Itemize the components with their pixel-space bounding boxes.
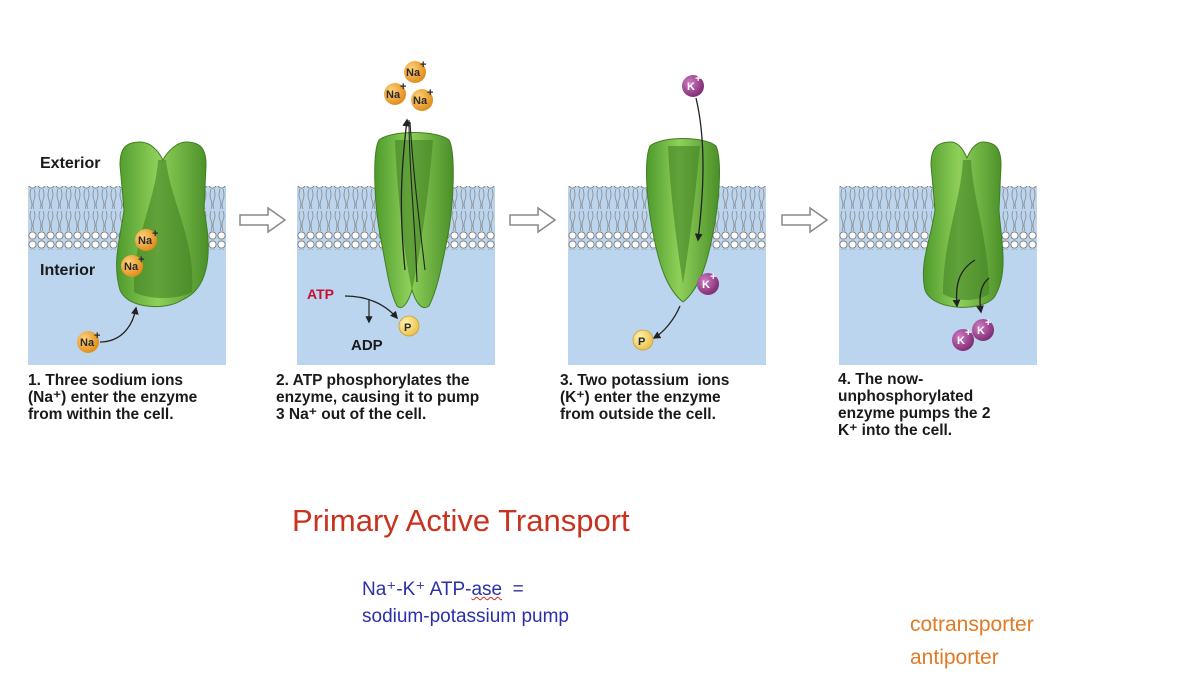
sodium-ion: Na+ [404,59,426,83]
sodium-ion: Na+ [411,87,433,111]
svg-text:K: K [957,335,965,347]
interior-label: Interior [40,262,96,279]
svg-text:+: + [400,81,406,93]
svg-text:+: + [138,254,144,266]
pump-channel [943,160,989,300]
step-1-panel: Na+ Na+ Na+ [28,0,228,370]
phosphate-group: P [632,329,654,351]
transporter-terms: cotransporter antiporter [910,608,1034,674]
exterior-label: Exterior [40,155,101,172]
pump-definition-line-2: sodium-potassium pump [362,606,569,627]
step-2-panel: Na+ Na+ Na+ P [297,0,497,370]
pump-definition: Na⁺-K⁺ ATP-ase = sodium-potassium pump [362,576,569,630]
step-3-illustration: K+ K+ P [568,73,766,365]
sodium-exit-arrow [409,121,426,271]
phosphate-release-arrow [652,305,681,339]
pump-channel [668,146,700,284]
term-antiporter: antiporter [910,646,999,669]
ion-entry-arrow [99,306,139,343]
sodium-exit-arrow [408,119,418,283]
svg-text:P: P [638,336,645,348]
svg-text:+: + [427,87,433,99]
spellcheck-squiggle: ase [471,579,503,600]
svg-text:+: + [965,327,971,339]
svg-text:K: K [687,81,695,93]
next-step-arrow-icon [509,206,557,234]
svg-text:K: K [977,325,985,337]
potassium-ion: K+ [697,271,719,295]
next-step-arrow-icon [781,206,829,234]
sodium-ion: Na+ [121,254,144,277]
step-3-caption: 3. Two potassium ions (K⁺) enter the enz… [560,372,730,423]
svg-text:Na: Na [138,235,153,247]
adp-label: ADP [351,337,383,354]
step-4-caption: 4. The now- unphosphorylated enzyme pump… [838,371,991,439]
svg-text:Na: Na [406,67,421,79]
potassium-release-arrow [976,277,990,314]
svg-text:Na: Na [124,261,139,273]
phosphorylation-arrow [344,295,399,320]
potassium-entry-arrow [694,97,704,242]
step-4-illustration: K+ K+ [839,141,1037,365]
phosphate-group: P [398,315,420,337]
atp-label: ATP [307,286,334,302]
svg-text:+: + [152,228,158,240]
svg-text:+: + [695,73,701,85]
svg-text:Na: Na [413,95,428,107]
sodium-ion: Na+ [384,81,406,105]
next-step-arrow-icon [239,206,287,234]
potassium-release-arrow [952,259,976,308]
svg-text:+: + [94,330,100,342]
pump-definition-line-1: Na⁺-K⁺ ATP-ase = [362,579,524,600]
potassium-ion: K+ [952,327,974,351]
svg-text:Na: Na [80,337,95,349]
pump-channel [133,160,193,298]
sodium-ion: Na+ [77,330,100,353]
step-1-caption: 1. Three sodium ions (Na⁺) enter the enz… [28,372,198,423]
potassium-ion: K+ [972,317,994,341]
svg-text:+: + [420,59,426,71]
potassium-ion: K+ [682,73,704,97]
step-2-illustration: Na+ Na+ Na+ P [297,59,495,365]
step-2-caption: 2. ATP phosphorylates the enzyme, causin… [276,372,480,423]
sodium-exit-arrow [400,118,411,271]
step-1-illustration: Na+ Na+ Na+ [28,141,226,365]
svg-text:+: + [710,271,716,283]
svg-text:+: + [985,317,991,329]
step-3-panel: K+ K+ P [568,0,768,370]
svg-text:K: K [702,279,710,291]
term-cotransporter: cotransporter [910,613,1034,636]
sodium-ion: Na+ [135,228,158,251]
slide-title: Primary Active Transport [292,503,630,538]
svg-text:Na: Na [386,89,401,101]
step-4-panel: K+ K+ [839,0,1039,370]
svg-text:P: P [404,322,411,334]
